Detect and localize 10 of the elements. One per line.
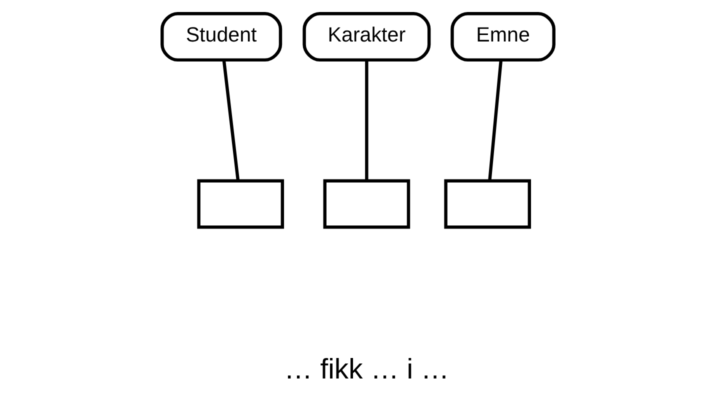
label: … fikk … i … bbox=[284, 352, 449, 384]
connector bbox=[488, 60, 502, 180]
node-box bbox=[322, 179, 410, 229]
node-box: Student bbox=[160, 12, 282, 62]
connector bbox=[364, 60, 368, 180]
node-box: Emne bbox=[450, 12, 555, 62]
node-box bbox=[444, 179, 531, 229]
connector bbox=[222, 60, 240, 181]
node-box: Karakter bbox=[302, 12, 430, 62]
node-box bbox=[196, 179, 284, 229]
